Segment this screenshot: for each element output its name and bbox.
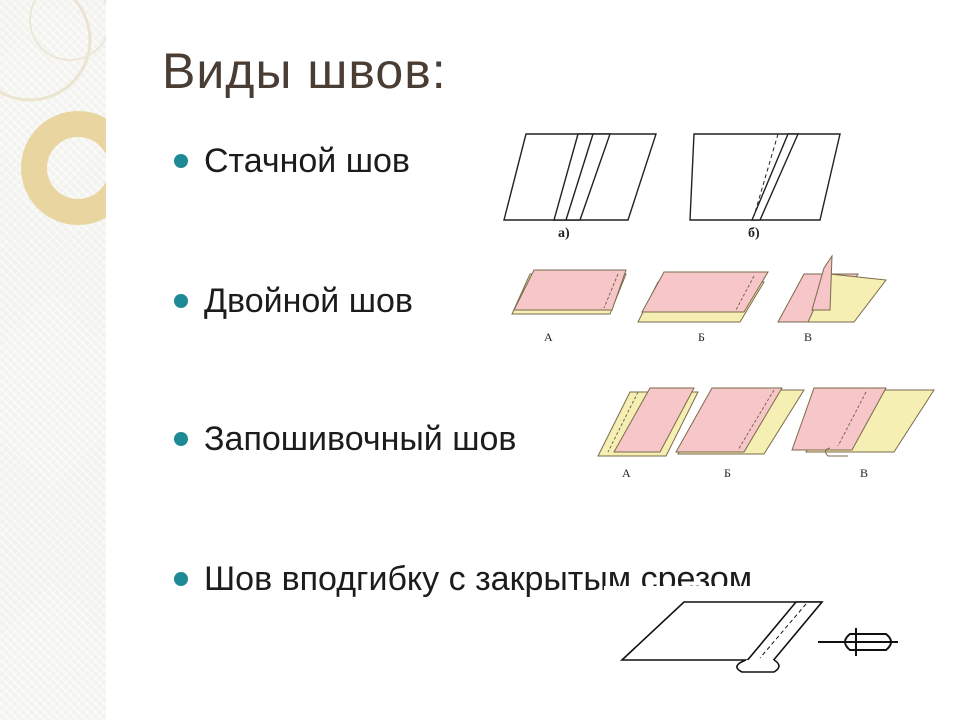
bullet-text: Стачной шов <box>204 142 410 180</box>
bullet-dot-icon <box>174 294 188 308</box>
dvoynoy-seam-drawing <box>511 254 887 323</box>
zaposhivochny-seam-drawing <box>597 387 935 457</box>
figure-label: а) <box>558 226 570 241</box>
bullet-dot-icon <box>174 432 188 446</box>
figure-zaposhivochny-shov: А Б В <box>594 386 940 486</box>
bullet-text: Двойной шов <box>204 282 413 320</box>
vpodgibku-seam-drawing <box>619 601 898 673</box>
figure-stachnoy-shov: а) б) <box>498 128 848 248</box>
bullet-dot-icon <box>174 572 188 586</box>
slide-title: Виды швов: <box>162 43 447 99</box>
circle-ornament <box>0 0 106 225</box>
left-decorative-band <box>0 0 106 720</box>
stachnoy-seam-drawing <box>503 133 841 221</box>
figure-label: Б <box>724 466 731 480</box>
figure-label: А <box>544 330 553 344</box>
figure-image-top-edge <box>604 586 904 606</box>
figure-label: В <box>860 466 869 480</box>
bullet-text: Запошивочный шов <box>204 420 517 458</box>
figure-label: Б <box>698 330 705 344</box>
figure-label: А <box>622 466 631 480</box>
bullet-dot-icon <box>174 154 188 168</box>
figure-vpodgibku-shov <box>610 594 910 674</box>
figure-dvoynoy-shov: А Б В <box>508 250 888 350</box>
figure-label: В <box>804 330 813 344</box>
figure-label: б) <box>748 226 760 241</box>
